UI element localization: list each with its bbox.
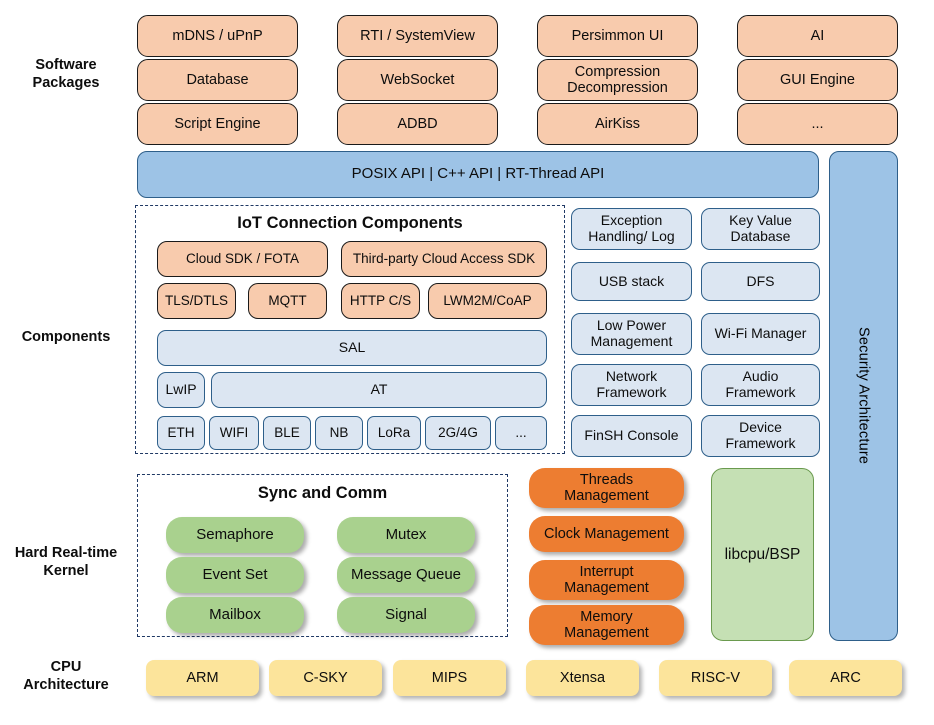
kernel-mutex[interactable]: Mutex <box>337 517 475 553</box>
package-more[interactable]: ... <box>737 103 898 145</box>
package-airkiss[interactable]: AirKiss <box>537 103 698 145</box>
security-architecture-label: Security Architecture <box>855 327 872 465</box>
cpu-arch-risc-v[interactable]: RISC-V <box>659 660 772 696</box>
iot-lwm2m-coap[interactable]: LWM2M/CoAP <box>428 283 547 319</box>
iot-link-ble[interactable]: BLE <box>263 416 311 450</box>
kernel-event-set[interactable]: Event Set <box>166 557 304 593</box>
cpu-arch-c-sky[interactable]: C-SKY <box>269 660 382 696</box>
iot-group-title: IoT Connection Components <box>237 214 463 232</box>
cpu-arch-arc[interactable]: ARC <box>789 660 902 696</box>
component-exception-handling-log[interactable]: Exception Handling/ Log <box>571 208 692 250</box>
package-websocket[interactable]: WebSocket <box>337 59 498 101</box>
kernel-mailbox[interactable]: Mailbox <box>166 597 304 633</box>
package-database[interactable]: Database <box>137 59 298 101</box>
sync-group-title: Sync and Comm <box>257 484 388 502</box>
kernel-message-queue[interactable]: Message Queue <box>337 557 475 593</box>
security-architecture-bar[interactable]: Security Architecture <box>829 151 898 641</box>
kernel-interrupt-management[interactable]: Interrupt Management <box>529 560 684 600</box>
kernel-memory-management[interactable]: Memory Management <box>529 605 684 645</box>
iot-link-2g-4g[interactable]: 2G/4G <box>425 416 491 450</box>
iot-link-nb[interactable]: NB <box>315 416 363 450</box>
tier-label-hard-real-time-kernel: Hard Real-time Kernel <box>14 544 118 579</box>
component-low-power-management[interactable]: Low Power Management <box>571 313 692 355</box>
kernel-threads-management[interactable]: Threads Management <box>529 468 684 508</box>
component-dfs[interactable]: DFS <box>701 262 820 301</box>
package-gui-engine[interactable]: GUI Engine <box>737 59 898 101</box>
iot-cloud-sdk-fota[interactable]: Cloud SDK / FOTA <box>157 241 328 277</box>
tier-label-software-packages: Software Packages <box>32 56 100 91</box>
package-rti-systemview[interactable]: RTI / SystemView <box>337 15 498 57</box>
tier-label-components: Components <box>21 328 111 345</box>
component-key-value-database[interactable]: Key Value Database <box>701 208 820 250</box>
kernel-clock-management[interactable]: Clock Management <box>529 516 684 552</box>
cpu-arch-xtensa[interactable]: Xtensa <box>526 660 639 696</box>
iot-link-lora[interactable]: LoRa <box>367 416 421 450</box>
iot-connection-components-group <box>135 205 565 454</box>
iot-lwip[interactable]: LwIP <box>157 372 205 408</box>
cpu-arch-arm[interactable]: ARM <box>146 660 259 696</box>
iot-link-eth[interactable]: ETH <box>157 416 205 450</box>
libcpu-bsp-block[interactable]: libcpu/BSP <box>711 468 814 641</box>
package-persimmon-ui[interactable]: Persimmon UI <box>537 15 698 57</box>
package-ai[interactable]: AI <box>737 15 898 57</box>
iot-tls-dtls[interactable]: TLS/DTLS <box>157 283 236 319</box>
component-usb-stack[interactable]: USB stack <box>571 262 692 301</box>
iot-sal[interactable]: SAL <box>157 330 547 366</box>
iot-http-cs[interactable]: HTTP C/S <box>341 283 420 319</box>
component-wifi-manager[interactable]: Wi-Fi Manager <box>701 313 820 355</box>
package-compression-decompression[interactable]: Compression Decompression <box>537 59 698 101</box>
kernel-signal[interactable]: Signal <box>337 597 475 633</box>
component-audio-framework[interactable]: Audio Framework <box>701 364 820 406</box>
iot-link-more[interactable]: ... <box>495 416 547 450</box>
component-network-framework[interactable]: Network Framework <box>571 364 692 406</box>
component-finsh-console[interactable]: FinSH Console <box>571 415 692 457</box>
cpu-arch-mips[interactable]: MIPS <box>393 660 506 696</box>
sync-and-comm-group <box>137 474 508 637</box>
package-adbd[interactable]: ADBD <box>337 103 498 145</box>
package-script-engine[interactable]: Script Engine <box>137 103 298 145</box>
component-device-framework[interactable]: Device Framework <box>701 415 820 457</box>
iot-mqtt[interactable]: MQTT <box>248 283 327 319</box>
api-bar[interactable]: POSIX API | C++ API | RT-Thread API <box>137 151 819 198</box>
tier-label-cpu-architecture: CPU Architecture <box>23 658 109 693</box>
iot-third-party-cloud-access-sdk[interactable]: Third-party Cloud Access SDK <box>341 241 547 277</box>
iot-at[interactable]: AT <box>211 372 547 408</box>
kernel-semaphore[interactable]: Semaphore <box>166 517 304 553</box>
package-mdns-upnp[interactable]: mDNS / uPnP <box>137 15 298 57</box>
iot-link-wifi[interactable]: WIFI <box>209 416 259 450</box>
